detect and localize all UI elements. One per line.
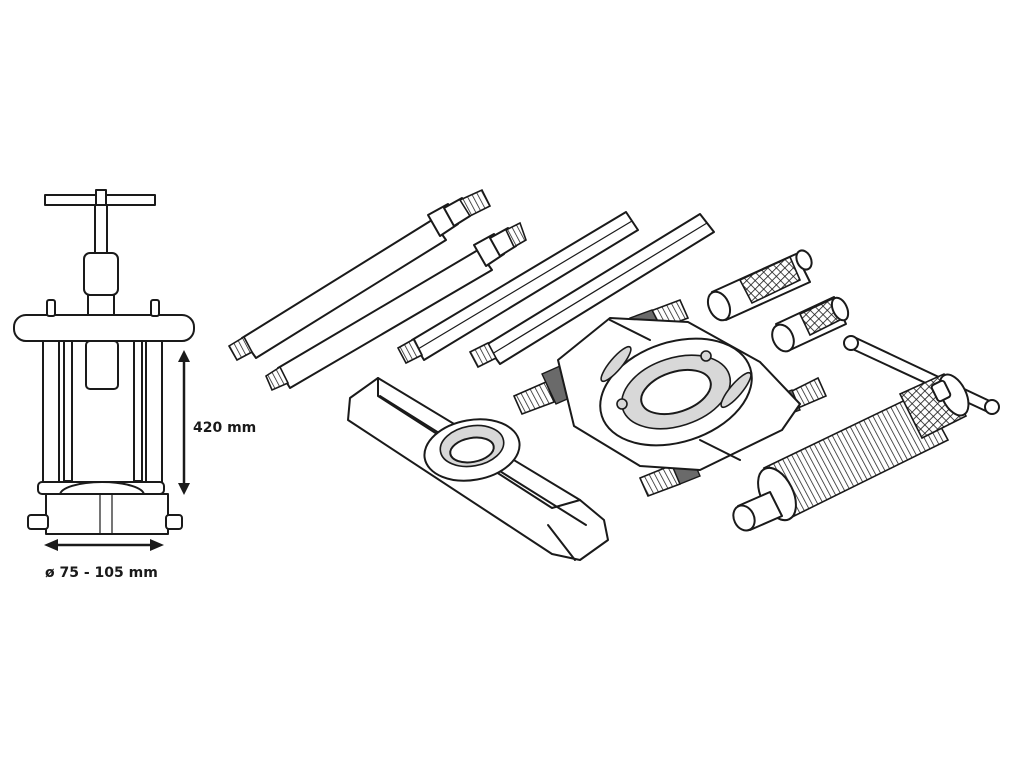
spindle-shaft: [94, 204, 108, 256]
cross-bar: [347, 377, 609, 561]
top-crossbar: [13, 314, 195, 342]
diameter-dimension-arrow: [44, 539, 164, 551]
adapter-sleeve-2: [771, 296, 850, 353]
left-rod: [42, 340, 60, 492]
bearing-separator: [512, 298, 828, 498]
assembled-puller: 420 mm ø 75 - 105 mm: [13, 189, 256, 581]
hex-extension-rod-2: [468, 213, 715, 369]
spindle-with-t-handle: [732, 335, 1000, 532]
bearing-plate: [45, 493, 169, 535]
diameter-label: ø 75 - 105 mm: [45, 565, 158, 581]
height-label: 420 mm: [193, 420, 256, 436]
hex-extension-rod-1: [396, 211, 639, 365]
threaded-rod-long-2: [264, 221, 527, 392]
height-dimension-arrow: [178, 350, 190, 495]
right-rod: [145, 340, 163, 492]
threaded-rod-long-1: [227, 188, 492, 362]
spindle-nut: [83, 252, 119, 296]
adapter-sleeve-1: [706, 249, 813, 322]
